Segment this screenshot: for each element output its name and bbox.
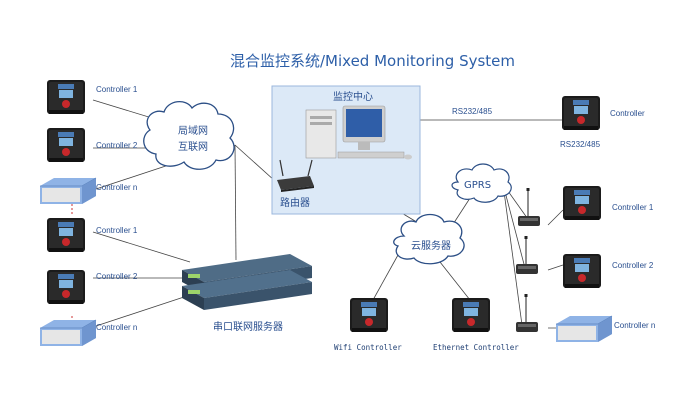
gprs-controller-n-label: Controller n [614, 321, 655, 330]
inverter-icon [39, 177, 97, 205]
rs232-controller: Controller RS232/485 [560, 96, 645, 149]
cloud-icon [143, 101, 235, 170]
inverter-icon [39, 319, 97, 347]
controller-icon [350, 298, 388, 332]
diagram-title: 混合监控系统/Mixed Monitoring System [230, 52, 515, 70]
connection-lines [71, 99, 585, 329]
gprs-controller-group: Controller 1 Controller 2 Controller n [515, 186, 655, 343]
wifi-controller: Wifi Controller [334, 298, 402, 352]
cloud-server: 云服务器 [393, 213, 465, 265]
router-label: 路由器 [280, 196, 310, 209]
gprs-controller-1-label: Controller 1 [612, 203, 654, 212]
serial-controller-group: Controller 1 Controller 2 Controller n [39, 218, 138, 347]
router-icon [277, 159, 314, 192]
controller-icon [562, 96, 600, 130]
controller-icon [47, 270, 85, 304]
monitoring-center-label: 监控中心 [333, 90, 373, 103]
gprs-label: GPRS [464, 180, 491, 191]
internet-label: 互联网 [178, 141, 208, 153]
rs232-link-label: RS232/485 [452, 107, 493, 116]
computer-icon [305, 105, 412, 160]
wifi-controller-label: Wifi Controller [334, 343, 402, 352]
gprs-modem-icon [517, 187, 541, 227]
gprs-modem-icon [515, 293, 539, 333]
gprs-modem-icon [515, 235, 539, 275]
serial-controller-1-label: Controller 1 [96, 226, 138, 235]
rs232-controller-label: Controller [610, 109, 645, 118]
controller-icon [563, 254, 601, 288]
controller-icon [563, 186, 601, 220]
controller-icon [47, 218, 85, 252]
cloud-icon [393, 213, 465, 265]
inverter-icon [555, 315, 613, 343]
ethernet-controller: Ethernet Controller [433, 298, 519, 352]
cloud-server-label: 云服务器 [411, 239, 451, 252]
rs232-controller-sublabel: RS232/485 [560, 140, 601, 149]
cloud-icon [451, 163, 512, 203]
lan-controller-1-label: Controller 1 [96, 85, 138, 94]
lan-label: 局域网 [178, 124, 208, 137]
controller-icon [47, 80, 85, 114]
serial-server-label: 串口联网服务器 [213, 320, 283, 333]
lan-internet-cloud: 局域网 互联网 [143, 101, 235, 170]
ethernet-controller-label: Ethernet Controller [433, 343, 519, 352]
serial-server: 串口联网服务器 [182, 254, 312, 333]
lan-controller-2-label: Controller 2 [96, 141, 138, 150]
controller-icon [47, 128, 85, 162]
lan-controller-group: Controller 1 Controller 2 Controller n [39, 80, 138, 205]
controller-icon [452, 298, 490, 332]
serial-controller-n-label: Controller n [96, 323, 137, 332]
gprs-controller-2-label: Controller 2 [612, 261, 654, 270]
gprs-cloud: GPRS [451, 163, 512, 203]
serial-server-icon [182, 254, 312, 310]
serial-controller-2-label: Controller 2 [96, 272, 138, 281]
monitoring-center: 监控中心 路由器 [271, 85, 421, 215]
lan-controller-n-label: Controller n [96, 183, 137, 192]
